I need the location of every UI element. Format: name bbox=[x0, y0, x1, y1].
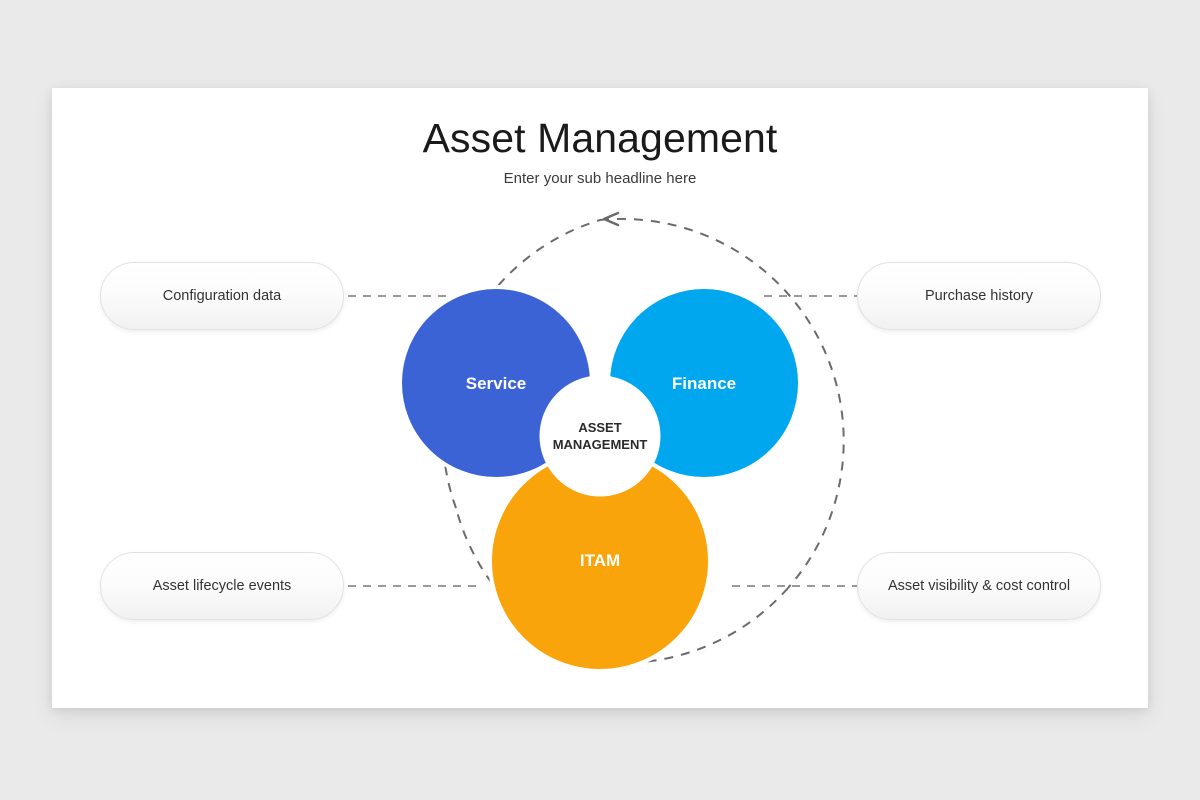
orbit-arc-bottom-right bbox=[599, 587, 789, 665]
venn-center-label-line2: MANAGEMENT bbox=[553, 437, 648, 452]
venn-center-label-line1: ASSET bbox=[578, 420, 621, 435]
diagram-stage: Service Finance ITAM ASSET MANAGEMENT Co… bbox=[52, 88, 1148, 708]
callout-purchase-history[interactable]: Purchase history bbox=[857, 262, 1101, 330]
orbit-arrow-top-icon bbox=[602, 211, 620, 227]
page-title: Asset Management bbox=[422, 115, 778, 161]
venn-center-hub[interactable] bbox=[539, 375, 661, 497]
venn-label-itam: ITAM bbox=[580, 551, 620, 570]
callout-label: Configuration data bbox=[162, 288, 282, 304]
page-subtitle: Enter your sub headline here bbox=[503, 170, 697, 187]
callout-configuration-data[interactable]: Configuration data bbox=[100, 262, 344, 330]
callout-label: Purchase history bbox=[925, 288, 1033, 304]
venn-diagram: Service Finance ITAM ASSET MANAGEMENT bbox=[348, 211, 857, 673]
venn-label-finance: Finance bbox=[672, 374, 736, 393]
callout-label: Asset visibility & cost control bbox=[887, 578, 1071, 594]
callout-label: Asset lifecycle events bbox=[152, 578, 292, 594]
orbit-arc-right bbox=[599, 217, 845, 589]
callout-asset-visibility-cost-control[interactable]: Asset visibility & cost control bbox=[857, 552, 1101, 620]
venn-label-service: Service bbox=[466, 374, 527, 393]
slide-card: Asset Management Enter your sub headline… bbox=[52, 88, 1148, 708]
callout-asset-lifecycle-events[interactable]: Asset lifecycle events bbox=[100, 552, 344, 620]
